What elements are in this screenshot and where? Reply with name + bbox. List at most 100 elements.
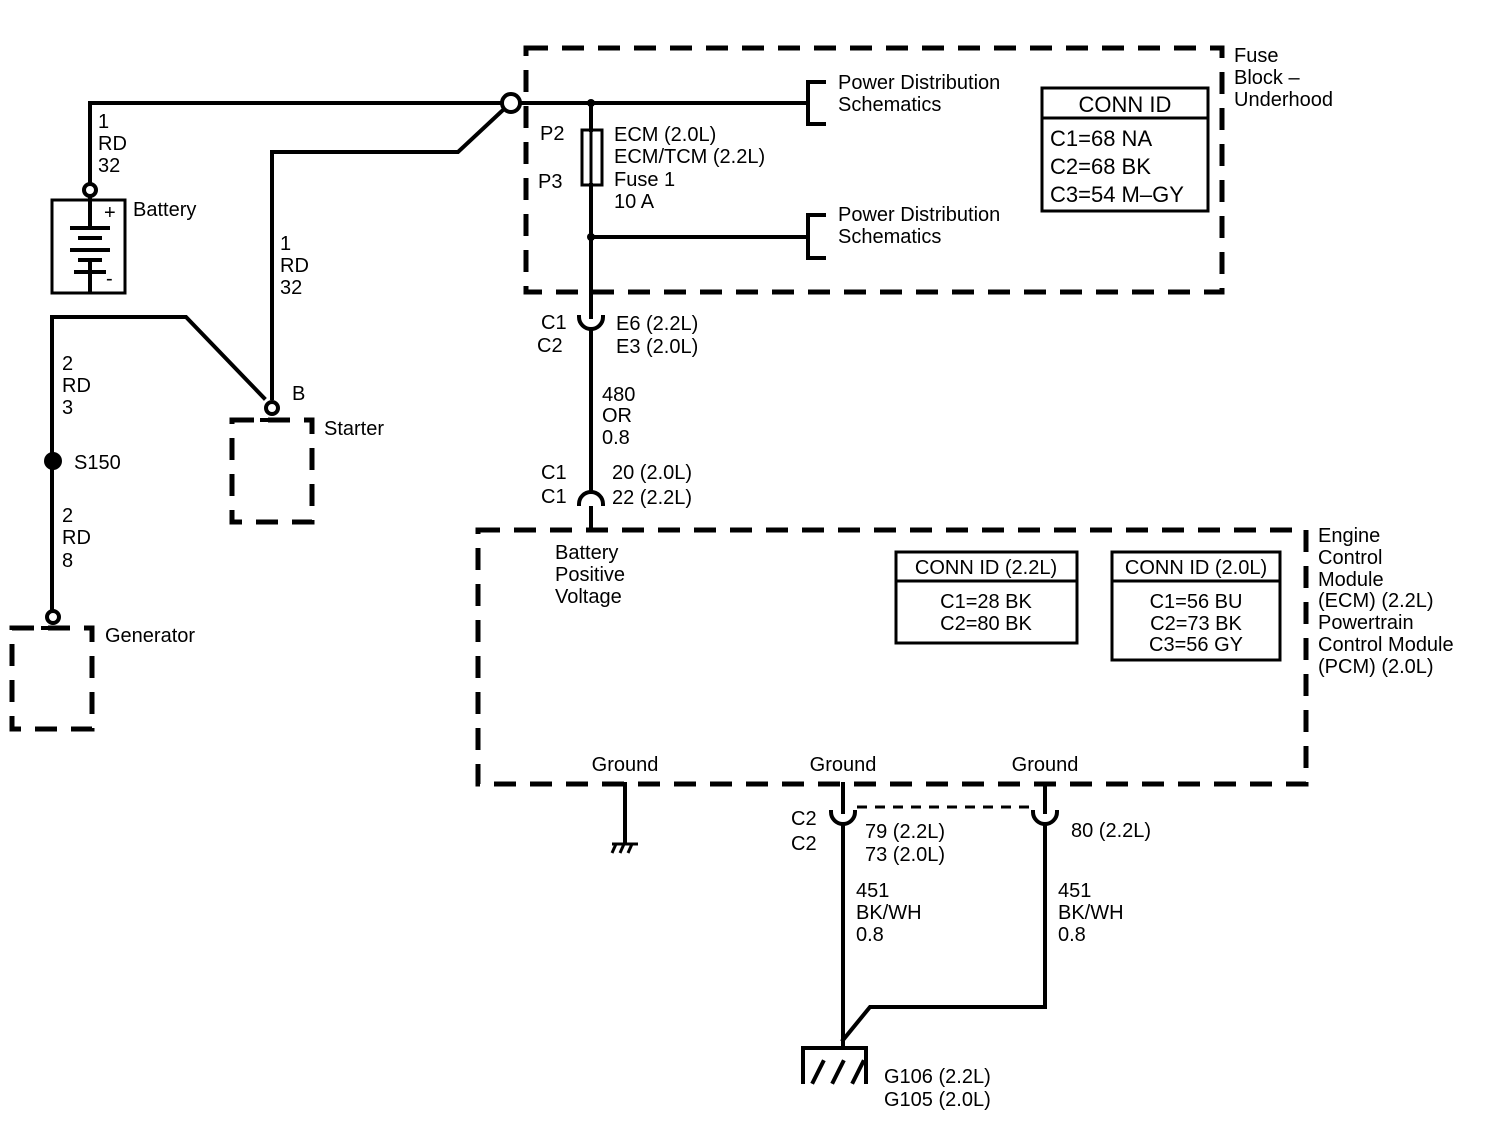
conn-gnd-right-2: 73 (2.0L) — [865, 844, 945, 866]
fuse-conn-row-3: C3=54 M–GY — [1050, 182, 1184, 207]
splice-wire-bottom-3: 8 — [62, 550, 73, 572]
ecm-conn-20-row-1: C1=56 BU — [1150, 591, 1243, 613]
ecm-title-6: Control Module — [1318, 634, 1454, 656]
starter-wire-3: 32 — [280, 277, 302, 299]
fuse-label-3: Fuse 1 — [614, 169, 675, 191]
ecm-ground-1: Ground — [592, 754, 659, 776]
fuse-conn-row-1: C1=68 NA — [1050, 126, 1152, 151]
splice-wire-top-3: 3 — [62, 397, 73, 419]
ecm-ground-3: Ground — [1012, 754, 1079, 776]
svg-text:E6 (2.2L)E3 (2.0L): E6 (2.2L)E3 (2.0L) — [616, 313, 698, 358]
splice-wire-bottom-2: RD — [62, 527, 91, 549]
svg-text:G106 (2.2L)G105 (2.0L): G106 (2.2L)G105 (2.0L) — [884, 1066, 991, 1111]
generator-label: Generator — [105, 625, 195, 647]
pdist-top-line-2: Schematics — [838, 94, 941, 116]
generator-outline — [9, 625, 95, 732]
ground-point-icon — [801, 1046, 868, 1085]
ecm-conn-22-row-1: C1=28 BK — [940, 591, 1032, 613]
starter-wire-2: RD — [280, 255, 309, 277]
gnd-wire-right-3: 0.8 — [1058, 924, 1086, 946]
battery-wire-2: RD — [98, 133, 127, 155]
ecm-ground-2: Ground — [810, 754, 877, 776]
fuse-block-title-1: Fuse — [1234, 45, 1278, 67]
ecm-bpv-1: Battery — [555, 542, 618, 564]
fuse-block-title-2: Block – — [1234, 67, 1300, 89]
conn-top-right-1: E6 (2.2L) — [616, 313, 698, 335]
junction-bottom — [587, 233, 595, 241]
fuse-block-stud — [500, 92, 522, 114]
wire-480-3: 0.8 — [602, 427, 630, 449]
gnd-wire-left-2: BK/WH — [856, 902, 922, 924]
pdist-bottom-line-1: Power Distribution — [838, 204, 1000, 226]
ecm-conn-id-22-table: CONN ID (2.2L) C1=28 BK C2=80 BK — [894, 550, 1079, 645]
ecm-outline — [475, 527, 1309, 787]
conn-gnd-80: 80 (2.2L) — [1071, 820, 1151, 842]
conn-ecm-right-2: 22 (2.2L) — [612, 487, 692, 509]
ecm-conn-20-row-3: C3=56 GY — [1149, 634, 1243, 656]
fuse-conn-row-2: C2=68 BK — [1050, 154, 1151, 179]
connector-ecm-input — [576, 490, 606, 507]
conn-top-right-2: E3 (2.0L) — [616, 336, 698, 358]
starter-outline — [229, 417, 315, 525]
ecm-conn-20-title: CONN ID (2.0L) — [1125, 557, 1267, 579]
wire-480-1: 480 — [602, 384, 635, 406]
ecm-title-5: Powertrain — [1318, 612, 1414, 634]
conn-top-left-2: C2 — [537, 335, 563, 357]
svg-text:ECM (2.0L)ECM/TCM (2.2L)Fuse 1: ECM (2.0L)ECM/TCM (2.2L)Fuse 110 A — [614, 124, 765, 213]
battery-wire-1: 1 — [98, 111, 109, 133]
conn-top-left-1: C1 — [541, 312, 567, 334]
battery-feed-wire — [88, 101, 502, 187]
starter-label: Starter — [324, 418, 384, 440]
splice-wire-top-2: RD — [62, 375, 91, 397]
ecm-title-7: (PCM) (2.0L) — [1318, 656, 1434, 678]
fuse-block-conn-id-table: CONN ID C1=68 NA C2=68 BK C3=54 M–GY — [1040, 86, 1210, 213]
starter-feed-wire — [270, 107, 506, 400]
ecm-title-1: Engine — [1318, 525, 1380, 547]
starter-terminal-label: B — [292, 383, 305, 405]
ecm-conn-20-row-2: C2=73 BK — [1150, 613, 1242, 635]
starter-terminal-b — [264, 400, 280, 416]
fuse-pin-p2: P2 — [540, 123, 564, 145]
conn-gnd-right-1: 79 (2.2L) — [865, 821, 945, 843]
conn-gnd-left-2: C2 — [791, 833, 817, 855]
splice-wire-top-1: 2 — [62, 353, 73, 375]
battery-minus: - — [106, 268, 113, 290]
ecm-title-4: (ECM) (2.2L) — [1318, 590, 1434, 612]
pdist-top-bracket — [806, 80, 826, 126]
generator-terminal — [45, 609, 61, 625]
wire-480-2: OR — [602, 405, 632, 427]
fuse-block-title-3: Underhood — [1234, 89, 1333, 111]
gnd-wire-right-2: BK/WH — [1058, 902, 1124, 924]
conn-ecm-right-1: 20 (2.0L) — [612, 462, 692, 484]
pdist-top-line-1: Power Distribution — [838, 72, 1000, 94]
gnd-wire-left-3: 0.8 — [856, 924, 884, 946]
pdist-bottom-line-2: Schematics — [838, 226, 941, 248]
battery-plus: + — [104, 202, 116, 224]
battery-wire-3: 32 — [98, 155, 120, 177]
fuse-pin-p3: P3 — [538, 171, 562, 193]
fuse-label-4: 10 A — [614, 191, 655, 213]
splice-wire-bottom-1: 2 — [62, 505, 73, 527]
conn-ecm-left-2: C1 — [541, 486, 567, 508]
fuse-label-2: ECM/TCM (2.2L) — [614, 146, 765, 168]
ground-point-2: G105 (2.0L) — [884, 1089, 991, 1111]
ecm-conn-id-20-table: CONN ID (2.0L) C1=56 BU C2=73 BK C3=56 G… — [1110, 550, 1282, 662]
battery-label: Battery — [133, 199, 196, 221]
svg-text:20 (2.0L)22 (2.2L): 20 (2.0L) 22 (2.2L) — [612, 462, 692, 509]
ecm-title-2: Control — [1318, 547, 1382, 569]
gnd-wire-right-1: 451 — [1058, 880, 1091, 902]
conn-gnd-left-1: C2 — [791, 808, 817, 830]
fuse-label-1: ECM (2.0L) — [614, 124, 716, 146]
